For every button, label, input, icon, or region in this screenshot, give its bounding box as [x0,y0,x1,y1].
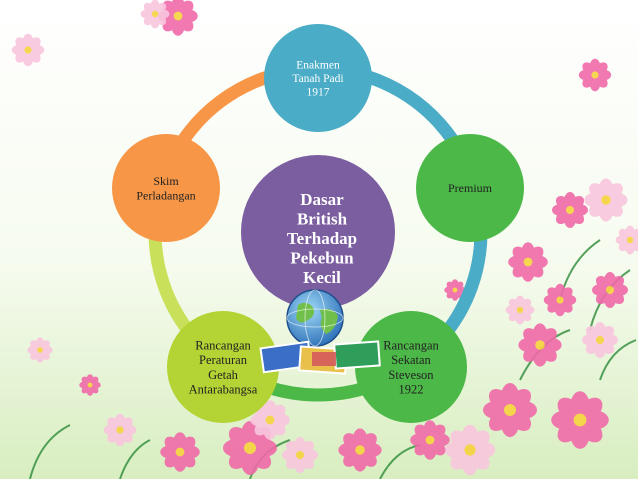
node-enakmen-circle [264,24,372,132]
node-peraturan-circle [167,311,279,423]
stamps-icon [259,340,381,375]
flowers-decoration [11,0,638,476]
node-premium-label: Premium [448,181,493,195]
node-premium-circle [416,134,524,242]
node-perladangan-circle [112,134,220,242]
node-sekatan-circle [355,311,467,423]
node-premium[interactable]: Premium [416,134,524,242]
globe-icon [286,289,344,347]
